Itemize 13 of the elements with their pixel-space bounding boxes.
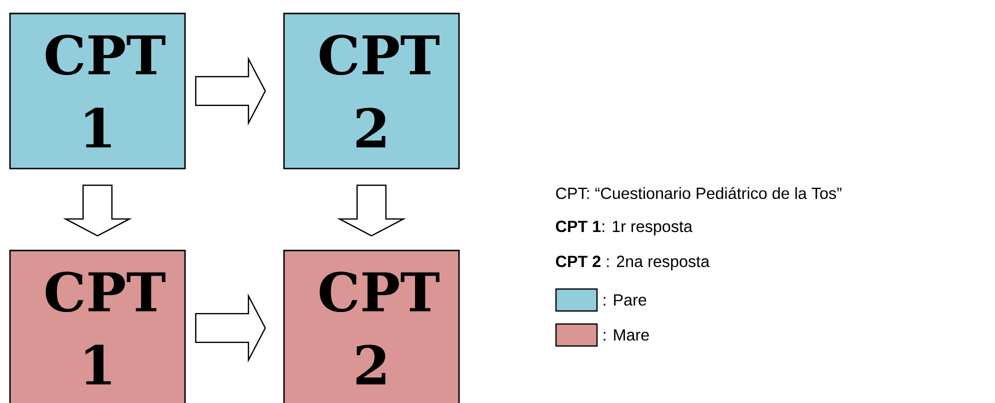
process-box: CPT 2: [283, 250, 460, 403]
note-text: CPT 2 : 2na resposta: [556, 256, 710, 270]
block-arrow: [336, 184, 406, 236]
legend-text: : Pare: [604, 294, 646, 306]
block-arrow: [62, 184, 132, 236]
process-box: CPT 1: [9, 250, 186, 403]
note-text: CPT 1: 1r resposta: [556, 220, 692, 236]
process-box: CPT 2: [283, 12, 460, 170]
note-text: CPT: “Cuestionario Pediátrico de la Tos”: [556, 186, 842, 200]
legend-text: : Mare: [604, 329, 649, 341]
block-arrow: [195, 56, 266, 126]
process-box: CPT 1: [9, 12, 186, 170]
block-arrow: [195, 293, 266, 363]
